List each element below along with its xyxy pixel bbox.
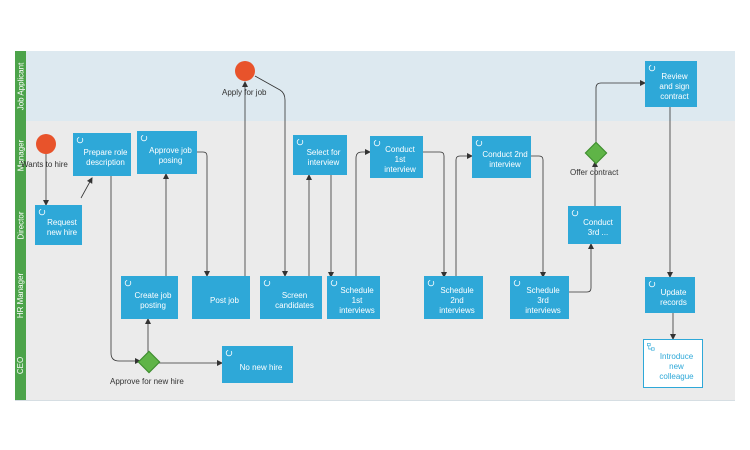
flow-approve-to-post	[197, 151, 210, 277]
task-schedule-2nd-interviews[interactable]: Schedule 2nd interviews	[424, 276, 483, 319]
flow-request-to-prepare	[80, 177, 93, 199]
flow-schedule1-to-conduct1	[355, 149, 371, 277]
task-label: Update records	[660, 288, 687, 307]
task-conduct-2nd-interview[interactable]: Conduct 2nd interview	[472, 136, 531, 178]
flow-gateway-to-review	[595, 80, 646, 143]
lane-label-ceo: CEO	[15, 330, 26, 401]
loop-icon	[140, 134, 148, 142]
task-conduct-3rd[interactable]: Conduct 3rd ...	[568, 206, 621, 244]
task-no-new-hire[interactable]: No new hire	[222, 346, 293, 383]
loop-icon	[513, 279, 521, 287]
task-label: Review and sign contract	[659, 72, 690, 101]
task-label: Post job	[210, 295, 239, 305]
task-introduce-new-colleague[interactable]: Introduce new colleague	[643, 339, 703, 388]
task-label: Schedule 1st interviews	[339, 285, 375, 315]
flow-prepare-to-gateway	[110, 176, 141, 364]
task-label: Schedule 2nd interviews	[439, 285, 475, 315]
loop-icon	[263, 279, 271, 287]
task-schedule-3rd-interviews[interactable]: Schedule 3rd interviews	[510, 276, 569, 319]
loop-icon	[296, 138, 304, 146]
loop-icon	[475, 139, 483, 147]
loop-icon	[648, 64, 656, 72]
event-label-apply-for-job: Apply for job	[222, 88, 267, 97]
task-label: Prepare role description	[83, 147, 128, 167]
task-label: Select for interview	[306, 148, 341, 167]
loop-icon	[648, 280, 656, 288]
event-label-wants-to-hire: Wants to hire	[21, 160, 68, 169]
task-label: Create job posting	[134, 290, 172, 310]
task-approve-job-posing[interactable]: Approve job posing	[137, 131, 197, 174]
subprocess-icon	[647, 343, 655, 351]
task-label: Conduct 2nd interview	[482, 150, 528, 169]
task-label: Introduce new colleague	[659, 351, 694, 381]
task-label: Screen candidates	[275, 290, 314, 310]
task-post-job[interactable]: Post job	[192, 276, 250, 319]
loop-icon	[571, 209, 579, 217]
start-event-wants-to-hire[interactable]	[36, 134, 56, 154]
task-select-for-interview[interactable]: Select for interview	[293, 135, 347, 175]
task-create-job-posting[interactable]: Create job posting	[121, 276, 178, 319]
loop-icon	[427, 279, 435, 287]
task-label: Approve job posing	[149, 145, 192, 165]
task-label: Request new hire	[46, 218, 78, 237]
start-event-apply-for-job[interactable]	[235, 61, 255, 81]
task-label: Conduct 1st interview	[384, 145, 416, 174]
task-conduct-1st-interview[interactable]: Conduct 1st interview	[370, 136, 423, 178]
task-label: Schedule 3rd interviews	[525, 285, 561, 315]
task-label: Conduct 3rd ...	[583, 218, 613, 237]
loop-icon	[373, 139, 381, 147]
flow-schedule3-to-conduct3	[569, 243, 594, 293]
flow-conduct1-to-schedule2	[423, 151, 447, 278]
flow-apply-to-screen	[254, 75, 288, 277]
task-update-records[interactable]: Update records	[645, 277, 695, 313]
loop-icon	[38, 208, 46, 216]
loop-icon	[330, 279, 338, 287]
task-screen-candidates[interactable]: Screen candidates	[260, 276, 322, 319]
loop-icon	[76, 136, 84, 144]
gateway-label-approve-new-hire: Approve for new hire	[110, 377, 184, 386]
task-prepare-role-description[interactable]: Prepare role description	[73, 133, 131, 176]
flow-conduct2-to-schedule3	[531, 155, 546, 278]
flow-schedule2-to-conduct2	[455, 153, 473, 277]
task-request-new-hire[interactable]: Request new hire	[35, 205, 82, 245]
loop-icon	[124, 279, 132, 287]
task-schedule-1st-interviews[interactable]: Schedule 1st interviews	[327, 276, 380, 319]
gateway-label-offer-contract: Offer contract	[570, 168, 619, 177]
task-label: No new hire	[239, 362, 283, 372]
loop-icon	[225, 349, 233, 357]
task-review-and-sign-contract[interactable]: Review and sign contract	[645, 61, 697, 107]
